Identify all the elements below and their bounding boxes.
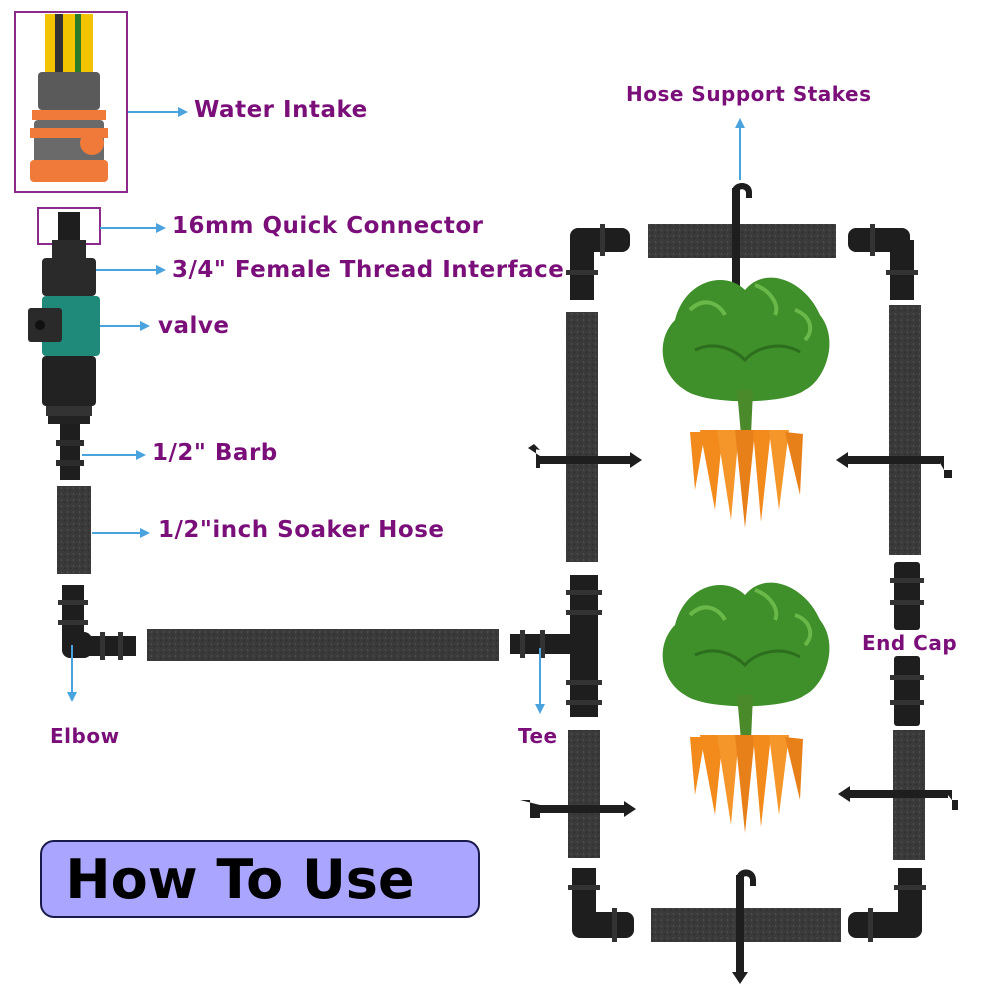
quick-connector-label: 16mm Quick Connector (172, 213, 484, 239)
soaker-hose-icon (57, 486, 91, 574)
carrot-bunch-icon (660, 275, 832, 835)
how-to-use-text: How To Use (65, 847, 415, 911)
water-intake-label: Water Intake (194, 97, 368, 123)
valve-label: valve (158, 313, 230, 339)
soaker-hose-label: 1/2"inch Soaker Hose (158, 517, 445, 543)
elbow-label: Elbow (50, 724, 120, 748)
how-to-use-banner: How To Use (40, 840, 480, 918)
end-cap-icon (890, 562, 924, 726)
barb-icon (56, 424, 84, 480)
tee-icon (510, 575, 602, 717)
end-cap-label: End Cap (862, 631, 958, 655)
connecting-hose (147, 629, 499, 661)
stake-icon (520, 183, 958, 984)
tee-label: Tee (518, 724, 558, 748)
female-thread-label: 3/4" Female Thread Interface (172, 257, 565, 283)
water-intake-icon (14, 11, 128, 193)
barb-label: 1/2" Barb (152, 440, 278, 466)
elbow-icon (58, 585, 136, 660)
valve-icon (28, 212, 100, 424)
layout-elbows (566, 224, 926, 942)
hose-support-stakes-label: Hose Support Stakes (626, 82, 872, 106)
label-arrows (67, 107, 745, 714)
